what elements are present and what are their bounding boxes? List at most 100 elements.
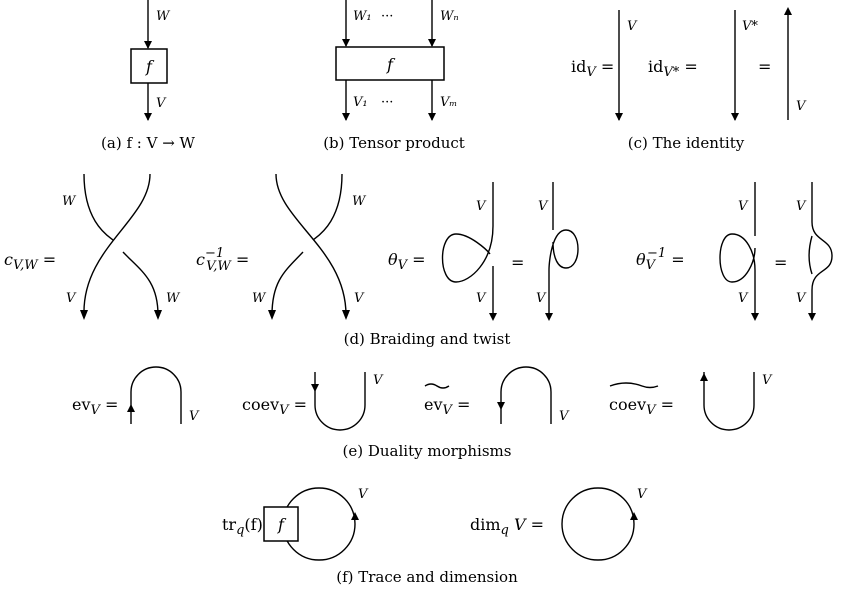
twist-loop (441, 182, 494, 283)
panel-a: f W V (a) f : V → W (101, 0, 196, 152)
tilde-accent (609, 382, 659, 389)
arrow-up-icon (700, 373, 708, 381)
strand-under-top (312, 173, 343, 241)
id-v-label: idV = (571, 57, 614, 80)
label-dots-top: ··· (381, 9, 393, 24)
label-v: V (476, 291, 487, 306)
morphism-label: f (145, 57, 155, 76)
arrow-down-icon (144, 41, 152, 49)
twist-curl (808, 235, 813, 275)
equals-sign: = (511, 253, 524, 272)
coev-cup (314, 372, 366, 431)
twist-loop-mirror (548, 182, 579, 318)
label-w: W (62, 194, 77, 209)
strand-under-top (83, 173, 114, 241)
arrow-down-icon (342, 39, 350, 47)
ev-label: evV = (72, 395, 118, 418)
label-v1: V₁ (353, 95, 368, 110)
label-w: W (252, 291, 267, 306)
panel-e: evV = V coevV = V evV = V coevV = V (e) … (72, 366, 773, 460)
label-v: V (476, 199, 487, 214)
twist-loop (719, 182, 756, 318)
equals-sign: = (758, 57, 771, 76)
arrow-down-icon (751, 313, 759, 321)
arrow-down-icon (808, 313, 816, 321)
strand-over (83, 173, 151, 316)
arrow-down-icon (268, 310, 276, 320)
caption-b: (b) Tensor product (323, 134, 465, 152)
label-v: V (796, 99, 807, 114)
ev-cap (130, 366, 182, 424)
arrow-down-icon (428, 113, 436, 121)
arrow-down-icon (154, 310, 162, 320)
label-v: V (559, 409, 570, 424)
dim-label: dimq V = (470, 515, 544, 538)
arrow-down-icon (144, 113, 152, 121)
arrow-up-icon (784, 7, 792, 15)
label-w: W (166, 291, 181, 306)
panel-b: f W₁ ··· Wₙ V₁ ··· Vₘ (b) Tensor product (323, 0, 465, 152)
twist-label: θV = (388, 250, 426, 273)
caption-c: (c) The identity (628, 134, 745, 152)
arrow-down-icon (342, 310, 350, 320)
label-v: V (538, 199, 549, 214)
label-w: W (352, 194, 367, 209)
caption-f: (f) Trace and dimension (336, 568, 518, 586)
coev-label: coevV = (242, 395, 307, 418)
arrow-down-icon (497, 402, 505, 410)
label-bottom: V (156, 96, 167, 111)
arrow-down-icon (311, 384, 319, 392)
label-v: V (66, 291, 77, 306)
label-v: V (373, 373, 384, 388)
label-vm: Vₘ (440, 95, 457, 110)
ev-tilde-cap (500, 366, 552, 424)
label-vstar: V* (742, 19, 758, 34)
strand-under-bottom (122, 251, 159, 316)
strand-over (275, 173, 347, 316)
strand-under-bottom (271, 251, 304, 316)
twist-loop-mirror (811, 182, 833, 318)
label-v: V (796, 291, 807, 306)
panel-f: trq(f) = f V dimq V = V (f) Trace and di… (222, 487, 648, 586)
caption-a: (a) f : V → W (101, 134, 195, 152)
equals-sign: = (774, 253, 787, 272)
arrow-down-icon (428, 39, 436, 47)
dimension-loop (561, 487, 635, 561)
caption-d: (d) Braiding and twist (344, 330, 511, 348)
label-v: V (738, 199, 749, 214)
label-dots-bottom: ··· (381, 95, 393, 110)
caption-e: (e) Duality morphisms (343, 442, 512, 460)
label-w1: W₁ (353, 9, 372, 24)
label-wn: Wₙ (440, 9, 459, 24)
morphism-label: f (277, 515, 287, 534)
label-top: W (156, 9, 171, 24)
morphism-label: f (386, 55, 396, 74)
label-v: V (738, 291, 749, 306)
arrow-down-icon (545, 313, 553, 321)
arrow-down-icon (342, 113, 350, 121)
arrow-up-icon (351, 512, 359, 520)
coev-tilde-cup (703, 372, 755, 431)
arrow-up-icon (127, 404, 135, 412)
panel-c: idV = V idV* = V* = V (c) The identity (571, 7, 807, 152)
morphism-box (263, 506, 299, 542)
morphism-box (130, 48, 168, 84)
arrow-down-icon (489, 313, 497, 321)
label-v: V (358, 487, 369, 502)
tilde-accent (424, 383, 450, 389)
twist-inverse-label: θV−1 = (636, 246, 685, 273)
arrow-down-icon (731, 113, 739, 121)
arrow-up-icon (630, 512, 638, 520)
label-v: V (354, 291, 365, 306)
arrow-down-icon (80, 310, 88, 320)
ev-tilde-label: evV = (424, 395, 470, 418)
coev-tilde-label: coevV = (609, 395, 674, 418)
arrow-down-icon (615, 113, 623, 121)
label-v: V (627, 19, 638, 34)
braid-label: cV,W = (4, 250, 56, 273)
label-v: V (536, 291, 547, 306)
label-v: V (762, 373, 773, 388)
label-v: V (796, 199, 807, 214)
